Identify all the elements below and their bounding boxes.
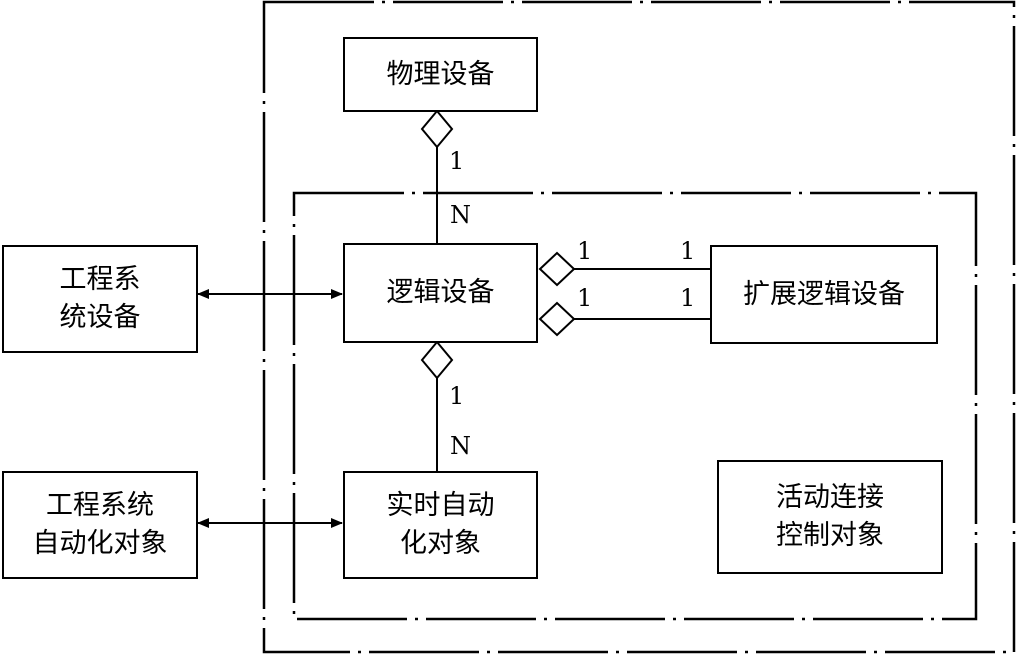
multiplicity-extended-lower-left: 1 (577, 284, 593, 312)
realtime-automation-object-box: 实时自动 化对象 (343, 471, 538, 579)
extended-diamond-lower (538, 301, 576, 337)
multiplicity-physical-bottom: N (450, 201, 471, 229)
outer-boundary (262, 0, 1016, 654)
physical-device-box: 物理设备 (343, 37, 538, 112)
multiplicity-physical-top: 1 (449, 147, 465, 175)
physical-aggregation-diamond (420, 109, 454, 149)
engineering-system-device-box: 工程系 统设备 (2, 245, 198, 353)
multiplicity-realtime-bottom: N (450, 432, 471, 460)
multiplicity-realtime-top: 1 (449, 382, 465, 410)
extended-logical-device-box: 扩展逻辑设备 (710, 245, 938, 344)
engineering-system-automation-object-box: 工程系统 自动化对象 (2, 471, 198, 579)
inner-boundary (292, 191, 978, 621)
active-connection-control-object-box: 活动连接 控制对象 (717, 460, 943, 574)
multiplicity-extended-upper-left: 1 (577, 237, 593, 265)
multiplicity-extended-lower-right: 1 (680, 284, 696, 312)
logical-device-box: 逻辑设备 (343, 243, 538, 343)
logical-aggregation-diamond (420, 340, 454, 380)
extended-diamond-upper (538, 251, 576, 287)
multiplicity-extended-upper-right: 1 (680, 237, 696, 265)
